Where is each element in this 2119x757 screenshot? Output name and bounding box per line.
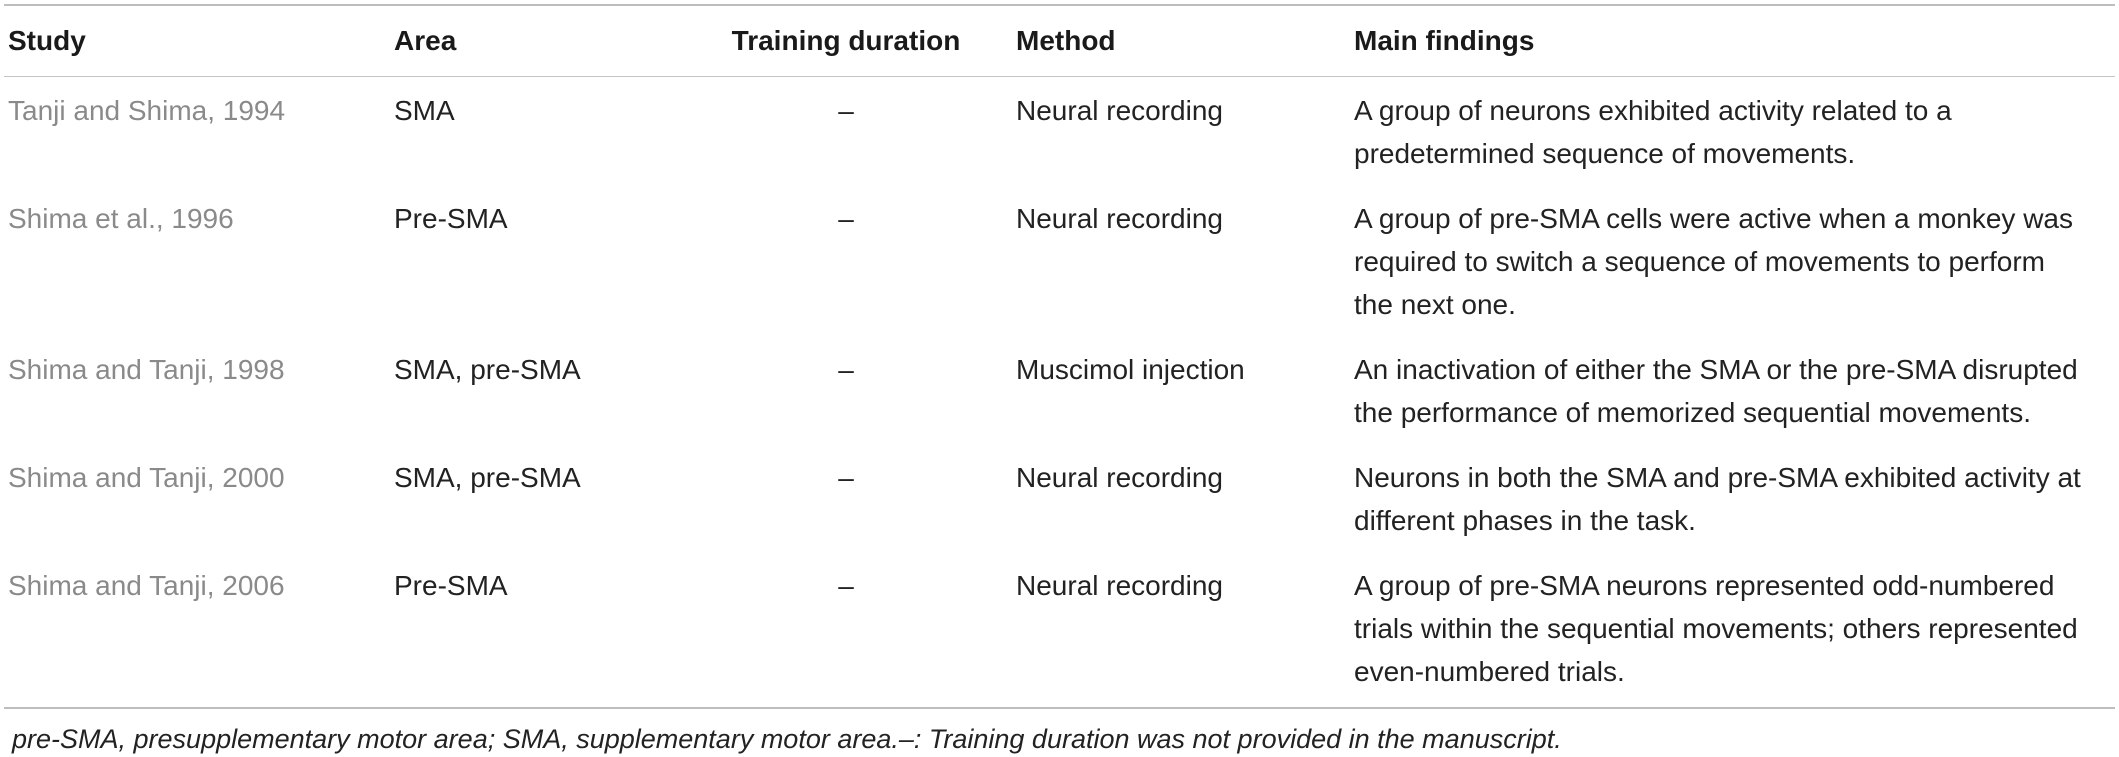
main-findings-cell: A group of pre-SMA cells were active whe… [1350,197,2115,348]
header-main-findings: Main findings [1354,25,1535,56]
header-method: Method [1016,25,1116,56]
table-footnote: pre-SMA, presupplementary motor area; SM… [12,724,1562,754]
header-training-duration: Training duration [731,25,961,56]
main-findings-cell: An inactivation of either the SMA or the… [1350,348,2115,456]
findings-line: A group of pre-SMA cells were active whe… [1354,203,2074,234]
findings-line: required to switch a sequence of movemen… [1354,246,2046,277]
area-cell: Pre-SMA [394,203,508,234]
area-cell: SMA, pre-SMA [394,354,581,385]
area-cell: SMA [394,95,455,126]
method-cell: Neural recording [1016,95,1223,126]
findings-line: even-numbered trials. [1354,656,1625,687]
main-findings-cell: A group of pre-SMA neurons represented o… [1350,564,2115,707]
study-table-container: Study Area Training duration Method Main… [4,0,2115,757]
training-duration-cell: – [838,203,854,234]
main-findings-cell: Neurons in both the SMA and pre-SMA exhi… [1350,456,2115,564]
study-cell: Shima and Tanji, 1998 [8,354,285,385]
method-cell: Muscimol injection [1016,354,1245,385]
top-rule [4,4,2115,6]
study-cell: Shima and Tanji, 2006 [8,570,285,601]
training-duration-cell: – [838,95,854,126]
header-study: Study [8,25,86,56]
study-cell: Tanji and Shima, 1994 [8,95,286,126]
training-duration-cell: – [838,570,854,601]
area-cell: Pre-SMA [394,570,508,601]
study-table: Study Area Training duration Method Main… [4,6,2115,707]
findings-line: trials within the sequential movements; … [1354,613,2078,644]
training-duration-cell: – [838,354,854,385]
bottom-rule [4,707,2115,709]
table-row: Shima et al., 1996 Pre-SMA – Neural reco… [4,197,2115,348]
area-cell: SMA, pre-SMA [394,462,581,493]
findings-line: different phases in the task. [1354,505,1696,536]
table-row: Shima and Tanji, 1998 SMA, pre-SMA – Mus… [4,348,2115,456]
main-findings-cell: A group of neurons exhibited activity re… [1350,77,2115,197]
findings-line: An inactivation of either the SMA or the… [1354,354,2078,385]
table-header-row: Study Area Training duration Method Main… [4,6,2115,76]
method-cell: Neural recording [1016,462,1223,493]
findings-line: Neurons in both the SMA and pre-SMA exhi… [1354,462,2081,493]
study-cell: Shima et al., 1996 [8,203,234,234]
method-cell: Neural recording [1016,570,1223,601]
header-area: Area [394,25,457,56]
method-cell: Neural recording [1016,203,1223,234]
findings-line: A group of neurons exhibited activity re… [1354,95,1952,126]
findings-line: predetermined sequence of movements. [1354,138,1856,169]
findings-line: the performance of memorized sequential … [1354,397,2031,428]
study-cell: Shima and Tanji, 2000 [8,462,285,493]
table-row: Tanji and Shima, 1994 SMA – Neural recor… [4,77,2115,197]
header-rule [4,76,2115,77]
table-row: Shima and Tanji, 2000 SMA, pre-SMA – Neu… [4,456,2115,564]
findings-line: A group of pre-SMA neurons represented o… [1354,570,2055,601]
table-row: Shima and Tanji, 2006 Pre-SMA – Neural r… [4,564,2115,707]
training-duration-cell: – [838,462,854,493]
findings-line: the next one. [1354,289,1516,320]
